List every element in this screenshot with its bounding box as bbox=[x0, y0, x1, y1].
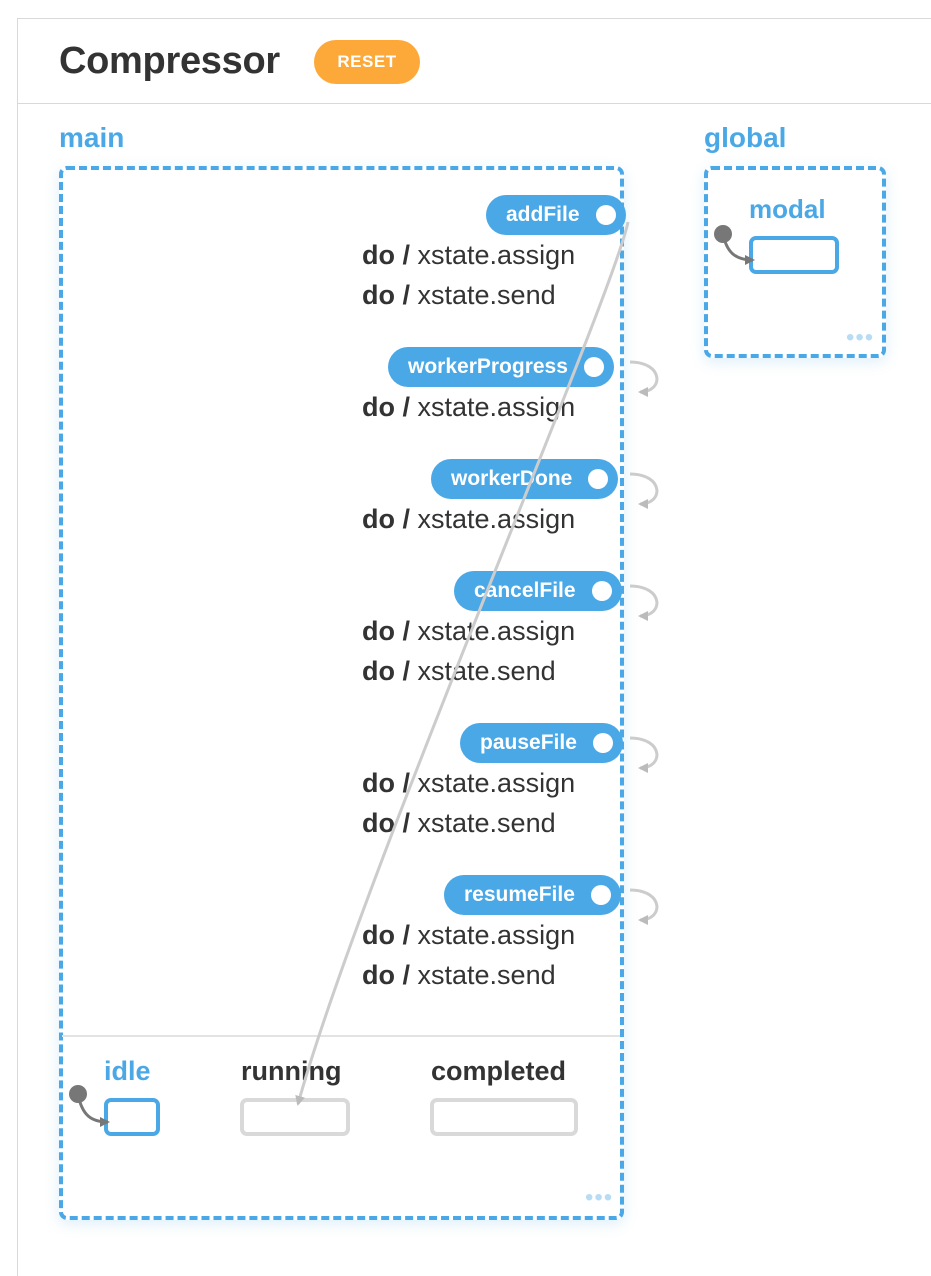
header-divider bbox=[17, 103, 931, 104]
selfloop-workerprogress bbox=[629, 360, 659, 397]
state-node-idle[interactable] bbox=[104, 1098, 160, 1136]
selfloop-cancelfile bbox=[629, 584, 659, 621]
main-more-icon[interactable]: ••• bbox=[585, 1184, 614, 1211]
event-workerprogress[interactable]: workerProgress bbox=[388, 347, 614, 387]
event-label: cancelFile bbox=[474, 579, 576, 602]
selfloop-pausefile bbox=[629, 736, 659, 773]
event-pausefile[interactable]: pauseFile bbox=[460, 723, 623, 763]
event-workerdone[interactable]: workerDone bbox=[431, 459, 619, 499]
event-dot-icon bbox=[590, 885, 611, 905]
state-node-completed[interactable] bbox=[430, 1098, 578, 1136]
reset-button[interactable]: RESET bbox=[314, 40, 420, 84]
global-more-icon[interactable]: ••• bbox=[846, 324, 875, 351]
action-row: do / xstate.assign bbox=[362, 920, 576, 950]
substates-divider bbox=[62, 1035, 620, 1037]
region-box-global[interactable] bbox=[704, 166, 886, 358]
event-label: workerProgress bbox=[408, 355, 568, 378]
event-dot-icon bbox=[591, 581, 612, 601]
action-row: do / xstate.send bbox=[362, 280, 556, 310]
state-node-modal[interactable] bbox=[749, 236, 839, 274]
machine-title: Compressor bbox=[59, 40, 280, 82]
action-row: do / xstate.assign bbox=[362, 240, 576, 270]
event-label: resumeFile bbox=[464, 883, 575, 906]
event-label: addFile bbox=[506, 203, 580, 226]
state-label-completed[interactable]: completed bbox=[431, 1056, 567, 1086]
region-label-main[interactable]: main bbox=[59, 122, 125, 153]
region-label-global[interactable]: global bbox=[704, 122, 787, 153]
state-label-running[interactable]: running bbox=[241, 1056, 342, 1086]
frame-border-top bbox=[17, 18, 931, 19]
action-row: do / xstate.send bbox=[362, 808, 556, 838]
state-label-modal[interactable]: modal bbox=[749, 194, 826, 224]
frame-border-left bbox=[17, 18, 18, 1276]
event-dot-icon bbox=[595, 205, 616, 225]
action-row: do / xstate.send bbox=[362, 656, 556, 686]
state-label-idle[interactable]: idle bbox=[104, 1056, 151, 1086]
action-row: do / xstate.assign bbox=[362, 504, 576, 534]
selfloop-workerdone bbox=[629, 472, 659, 509]
action-row: do / xstate.send bbox=[362, 960, 556, 990]
state-node-running[interactable] bbox=[240, 1098, 350, 1136]
event-resumefile[interactable]: resumeFile bbox=[444, 875, 621, 915]
event-addfile[interactable]: addFile bbox=[486, 195, 626, 235]
action-row: do / xstate.assign bbox=[362, 616, 576, 646]
event-dot-icon bbox=[592, 733, 613, 753]
event-label: pauseFile bbox=[480, 731, 577, 754]
action-row: do / xstate.assign bbox=[362, 768, 576, 798]
event-cancelfile[interactable]: cancelFile bbox=[454, 571, 622, 611]
action-row: do / xstate.assign bbox=[362, 392, 576, 422]
event-dot-icon bbox=[588, 469, 609, 489]
selfloop-resumefile bbox=[629, 888, 659, 925]
event-dot-icon bbox=[583, 357, 604, 377]
event-label: workerDone bbox=[451, 467, 573, 490]
